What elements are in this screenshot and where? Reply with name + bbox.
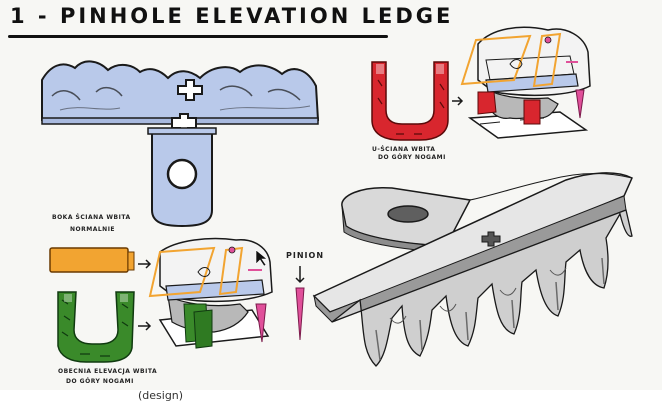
bottom-strip [0, 390, 662, 406]
arrow-right-icon [452, 96, 464, 106]
ledge-pinhole [177, 79, 203, 101]
ledge-3d-hole [387, 205, 429, 223]
base-wall-label-line2: DO GÓRY NOGAMI [66, 378, 134, 385]
title-underline [8, 35, 388, 38]
pinion-piece [295, 287, 305, 341]
side-wall-label-line1: BOKA ŚCIANA WBITA [52, 214, 131, 221]
ledge-3d-render [312, 172, 633, 367]
arrow-right-icon [138, 321, 152, 331]
ledge-illustration [41, 60, 320, 228]
assembly-top-right [460, 26, 591, 139]
base-wall-label-line1: OBECNIA ELEVACJA WBITA [58, 368, 158, 375]
u-wall-label-line1: U-ŚCIANA WBITA [372, 146, 436, 153]
assembly-bottom [148, 237, 273, 349]
side-wall-label-line2: NORMALNIE [70, 226, 116, 233]
red-u-bracket [371, 61, 449, 141]
ledge-stalactites [331, 209, 633, 367]
green-u-bracket [57, 291, 135, 363]
tab-hole [166, 158, 198, 190]
arrow-right-icon [138, 259, 152, 269]
page-title: 1 - PINHOLE ELEVATION LEDGE [10, 4, 454, 28]
orange-plate [49, 247, 135, 273]
arrow-down-icon [295, 266, 305, 284]
u-wall-label-line2: DO GÓRY NOGAMI [378, 154, 446, 161]
bottom-caption: (design) [138, 389, 184, 402]
pinion-label: PINION [286, 251, 325, 260]
